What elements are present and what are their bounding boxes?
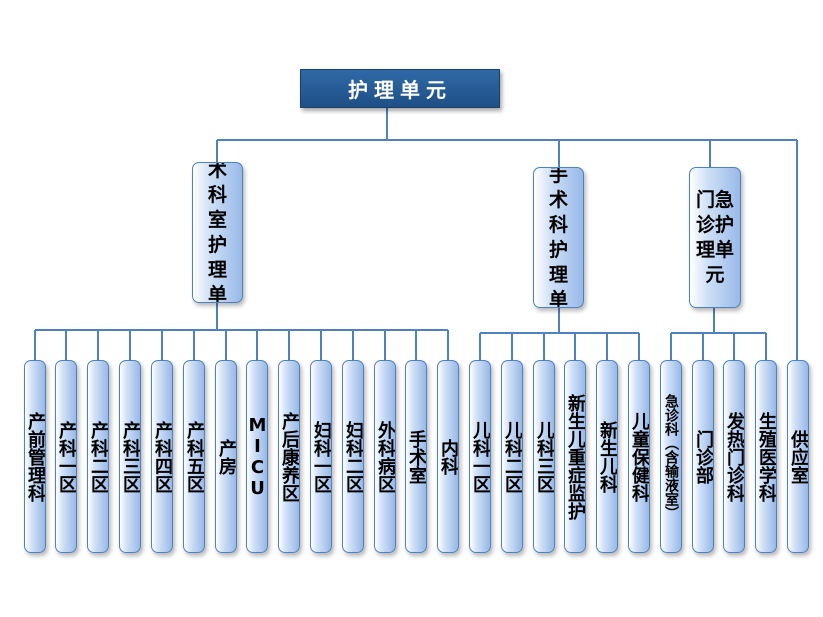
dept-label: 妇科二区 bbox=[343, 420, 364, 493]
dept-label: 儿科一区 bbox=[470, 420, 491, 493]
dept-neonatology: 新生儿科 bbox=[596, 360, 618, 553]
dept-micu: MICU bbox=[246, 360, 268, 553]
dept-reproductive-medicine: 生殖医学科 bbox=[755, 360, 777, 553]
dept-label: 产科一区 bbox=[56, 420, 77, 493]
dept-label: 门诊部 bbox=[693, 429, 714, 484]
dept-label: 产科二区 bbox=[88, 420, 109, 493]
dept-label: 新生儿重症监护 bbox=[565, 393, 586, 520]
dept-pediatrics-3: 儿科三区 bbox=[533, 360, 555, 553]
dept-surgical-ward: 外科病区 bbox=[374, 360, 396, 553]
dept-obstetrics-3: 产科三区 bbox=[119, 360, 141, 553]
dept-prenatal-management: 产前管理科 bbox=[24, 360, 46, 553]
dept-label: 生殖医学科 bbox=[756, 411, 777, 502]
dept-operating-room: 手术室 bbox=[405, 360, 427, 553]
unit-non-surgical: 非手术科护理单元 bbox=[533, 167, 584, 308]
dept-pediatrics-2: 儿科二区 bbox=[501, 360, 523, 553]
dept-label: 妇科一区 bbox=[311, 420, 332, 493]
dept-obstetrics-2: 产科二区 bbox=[87, 360, 109, 553]
dept-label: 产科五区 bbox=[184, 420, 205, 493]
dept-label: 儿科三区 bbox=[534, 420, 555, 493]
unit-outpatient-emergency: 门急诊护理单元 bbox=[689, 167, 741, 308]
dept-child-health: 儿童保健科 bbox=[628, 360, 650, 553]
unit-surgical: 手术科室护理单元 bbox=[192, 162, 243, 303]
dept-postpartum-recovery: 产后康养区 bbox=[278, 360, 300, 553]
dept-gynecology-1: 妇科一区 bbox=[310, 360, 332, 553]
dept-emergency-infusion: 急诊科（含输液室） bbox=[660, 360, 682, 553]
unit-non-surgical-label: 非手术科护理单元 bbox=[548, 167, 568, 308]
dept-fever-clinic: 发热门诊科 bbox=[723, 360, 745, 553]
dept-label: 内科 bbox=[438, 438, 459, 475]
root-label: 护理单元 bbox=[348, 78, 452, 102]
dept-nicu: 新生儿重症监护 bbox=[564, 360, 586, 553]
dept-label: 发热门诊科 bbox=[724, 411, 745, 502]
dept-label: 产房 bbox=[216, 438, 237, 475]
dept-label: 儿科二区 bbox=[502, 420, 523, 493]
unit-surgical-label: 手术科室护理单元 bbox=[207, 162, 227, 303]
dept-internal-medicine: 内科 bbox=[437, 360, 459, 553]
dept-outpatient: 门诊部 bbox=[692, 360, 714, 553]
unit-outpatient-emergency-label: 门急诊护理单元 bbox=[696, 188, 735, 286]
dept-pediatrics-1: 儿科一区 bbox=[469, 360, 491, 553]
dept-supply-room: 供应室 bbox=[787, 360, 809, 553]
dept-label: 外科病区 bbox=[375, 420, 396, 493]
dept-label: 产前管理科 bbox=[25, 411, 46, 502]
dept-label: 手术室 bbox=[406, 429, 427, 484]
dept-label: 新生儿科 bbox=[597, 420, 618, 493]
dept-label: 产科四区 bbox=[152, 420, 173, 493]
dept-label: 供应室 bbox=[788, 429, 809, 484]
dept-obstetrics-4: 产科四区 bbox=[151, 360, 173, 553]
dept-delivery-room: 产房 bbox=[215, 360, 237, 553]
dept-label: 产科三区 bbox=[120, 420, 141, 493]
dept-obstetrics-1: 产科一区 bbox=[55, 360, 77, 553]
dept-label: 儿童保健科 bbox=[629, 411, 650, 502]
dept-label: 产后康养区 bbox=[279, 411, 300, 502]
root-node: 护理单元 bbox=[300, 69, 500, 108]
dept-label: MICU bbox=[247, 414, 268, 499]
dept-gynecology-2: 妇科二区 bbox=[342, 360, 364, 553]
dept-label: 急诊科（含输液室） bbox=[663, 393, 679, 520]
dept-obstetrics-5: 产科五区 bbox=[183, 360, 205, 553]
